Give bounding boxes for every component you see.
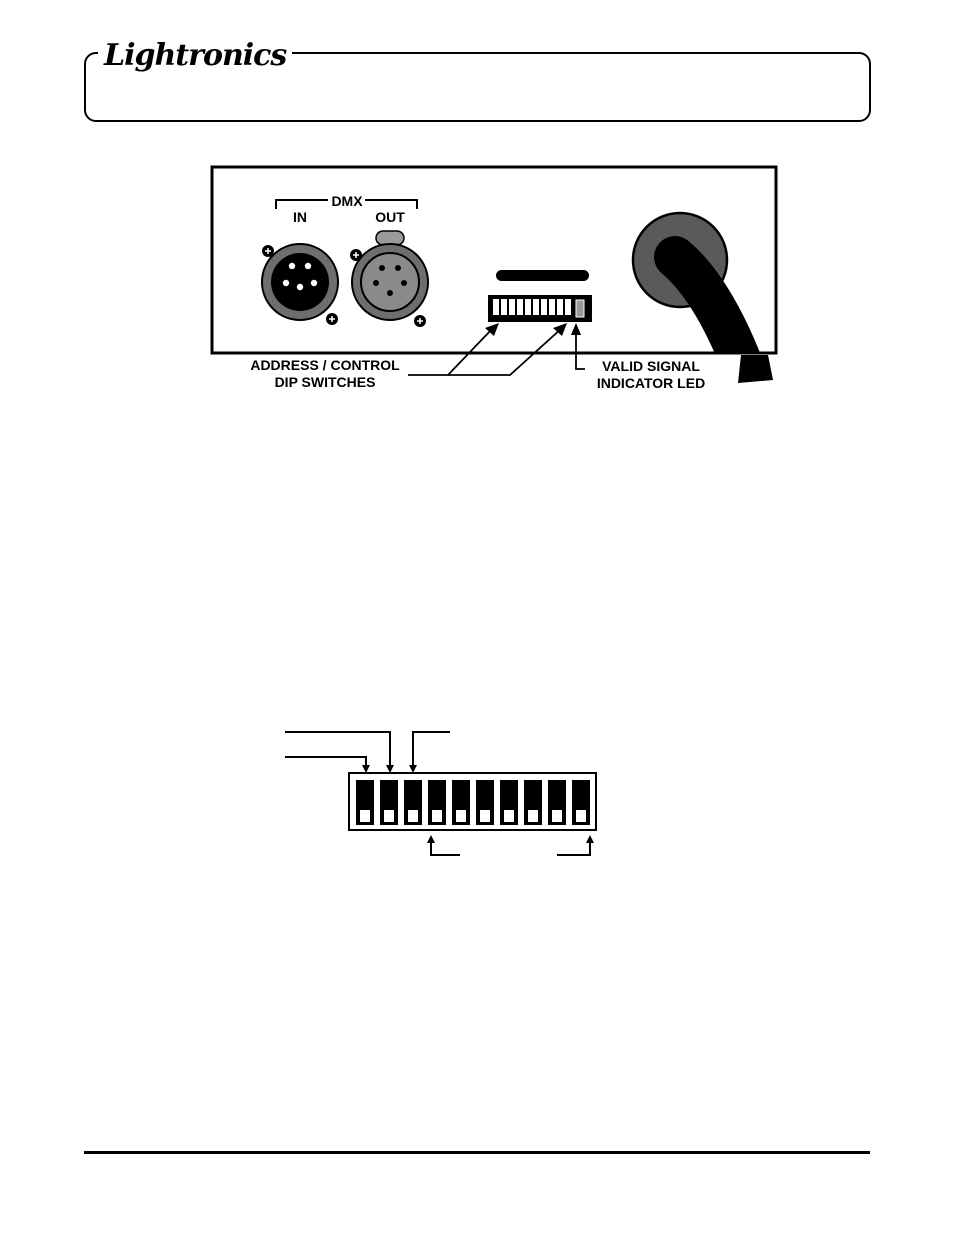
lightronics-logo: Lightronics — [98, 38, 293, 74]
dmx-label: DMX — [331, 193, 363, 209]
panel-slot — [496, 270, 589, 281]
power-cord — [631, 211, 760, 352]
dip-callout-line2: DIP SWITCHES — [275, 374, 376, 390]
dip-switch-diagram — [285, 731, 597, 856]
header-box — [84, 52, 871, 122]
dip-leader-arrowheads — [362, 765, 594, 843]
valid-signal-led — [575, 299, 585, 318]
callout-arrowheads — [485, 323, 581, 336]
led-callout-line1: VALID SIGNAL — [602, 358, 700, 374]
dmx-out-connector — [350, 230, 429, 327]
panel-dip-switch-block — [488, 295, 592, 322]
led-callout-line2: INDICATOR LED — [597, 375, 705, 391]
footer-rule — [84, 1151, 870, 1154]
dmx-bracket — [275, 199, 418, 209]
rear-panel-figure: DMX IN OUT — [210, 165, 778, 391]
power-cord-tail — [738, 355, 773, 383]
callout-arrows — [408, 327, 585, 376]
in-label: IN — [293, 209, 307, 225]
dmx-in-connector — [261, 243, 339, 325]
dip-callout-line1: ADDRESS / CONTROL — [250, 357, 400, 373]
out-label: OUT — [375, 209, 405, 225]
dip-switch-toggles — [360, 810, 586, 822]
dip-leader-lines — [285, 731, 591, 856]
